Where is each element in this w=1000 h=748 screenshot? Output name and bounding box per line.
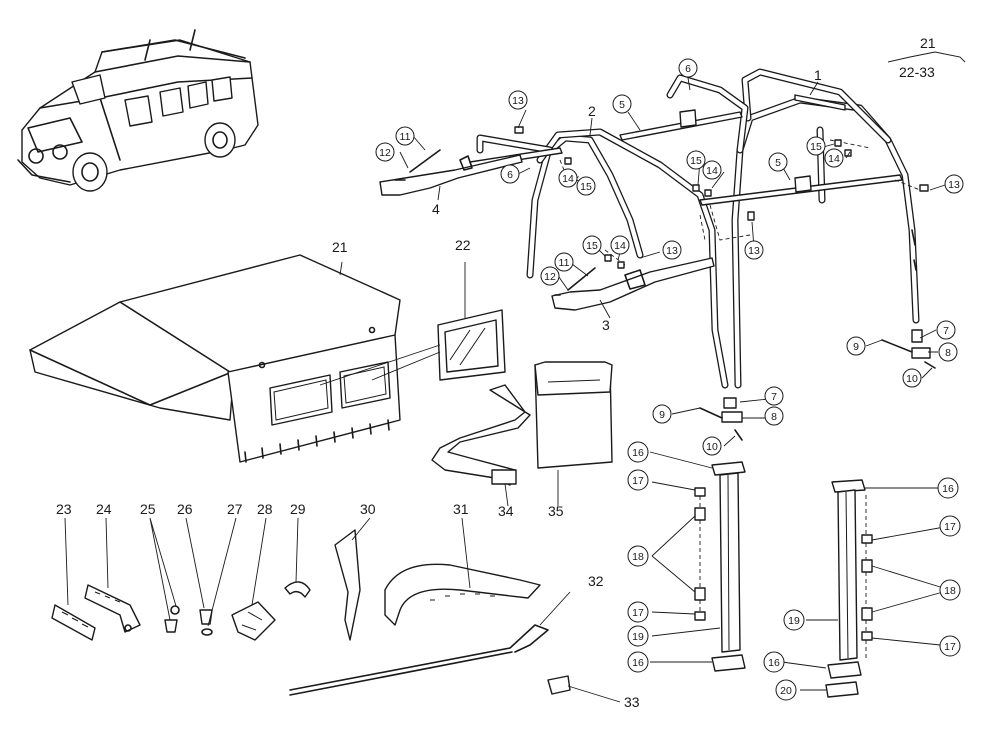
- callout-17d: 17: [944, 641, 956, 653]
- callout-15d: 15: [586, 240, 598, 252]
- callout-17b: 17: [632, 607, 644, 619]
- callout-20: 20: [780, 685, 792, 697]
- callout-16d: 16: [768, 657, 780, 669]
- callout-14b: 14: [706, 165, 718, 177]
- label-31: 31: [453, 501, 469, 517]
- callout-13b: 13: [948, 179, 960, 191]
- side-rails: [469, 109, 903, 206]
- label-24: 24: [96, 501, 112, 517]
- circled-callouts: 13 11 12 5 6 6 14 15 15 14 5 15 14 13 13…: [375, 58, 964, 701]
- window-panel: [437, 309, 506, 381]
- callout-15b: 15: [690, 155, 702, 167]
- callout-19a: 19: [632, 631, 644, 643]
- label-28: 28: [257, 501, 273, 517]
- callout-5b: 5: [775, 157, 781, 169]
- callout-12a: 12: [379, 147, 391, 159]
- label-3: 3: [602, 317, 610, 333]
- reference-top: 21: [920, 35, 936, 51]
- storage-bag: [534, 361, 613, 469]
- callout-9b: 9: [659, 409, 665, 421]
- callout-18b: 18: [944, 585, 956, 597]
- leader-lines: [64, 77, 951, 703]
- callout-17c: 17: [944, 521, 956, 533]
- callout-12b: 12: [544, 271, 556, 283]
- label-29: 29: [290, 501, 306, 517]
- callout-6b: 6: [507, 169, 513, 181]
- callout-6a: 6: [685, 63, 691, 75]
- callout-13d: 13: [666, 245, 678, 257]
- callout-15c: 15: [810, 141, 822, 153]
- label-1: 1: [814, 67, 822, 83]
- small-parts: [51, 529, 571, 696]
- callout-15a: 15: [580, 181, 592, 193]
- callout-11b: 11: [559, 257, 570, 269]
- uprights: [694, 461, 873, 698]
- lower-rails: [379, 154, 715, 311]
- callout-11a: 11: [400, 131, 411, 143]
- label-32: 32: [588, 573, 604, 589]
- callout-14c: 14: [828, 153, 840, 165]
- label-4: 4: [432, 201, 440, 217]
- label-34: 34: [498, 503, 514, 519]
- label-30: 30: [360, 501, 376, 517]
- callout-13a: 13: [512, 95, 524, 107]
- label-22: 22: [455, 237, 471, 253]
- callout-8b: 8: [771, 411, 777, 423]
- callout-16a: 16: [632, 447, 644, 459]
- plain-labels: 1 2 3 4 21 22 23 24 25 26 27 28 29 30 31…: [56, 67, 822, 710]
- callout-7a: 7: [943, 325, 949, 337]
- callout-16c: 16: [942, 483, 954, 495]
- reference-header: 21 22-33: [887, 35, 966, 80]
- callout-13c: 13: [748, 245, 760, 257]
- label-27: 27: [227, 501, 243, 517]
- callout-8a: 8: [945, 347, 951, 359]
- label-25: 25: [140, 501, 156, 517]
- label-33: 33: [624, 694, 640, 710]
- callout-14a: 14: [562, 173, 574, 185]
- reference-bottom: 22-33: [899, 64, 935, 80]
- strap: [431, 384, 531, 486]
- label-23: 23: [56, 501, 72, 517]
- callout-19b: 19: [788, 615, 800, 627]
- callout-10a: 10: [906, 373, 918, 385]
- front-hoop: [476, 128, 729, 389]
- callout-10b: 10: [706, 441, 718, 453]
- callout-18a: 18: [632, 551, 644, 563]
- callout-17a: 17: [632, 475, 644, 487]
- callout-7b: 7: [771, 391, 777, 403]
- callout-16b: 16: [632, 657, 644, 669]
- label-26: 26: [177, 501, 193, 517]
- soft-top: [29, 254, 401, 463]
- label-35: 35: [548, 503, 564, 519]
- label-2: 2: [588, 103, 596, 119]
- callout-5a: 5: [619, 99, 625, 111]
- vehicle-illustration: [17, 29, 259, 192]
- callout-14d: 14: [614, 240, 626, 252]
- label-21: 21: [332, 239, 348, 255]
- callout-9a: 9: [853, 341, 859, 353]
